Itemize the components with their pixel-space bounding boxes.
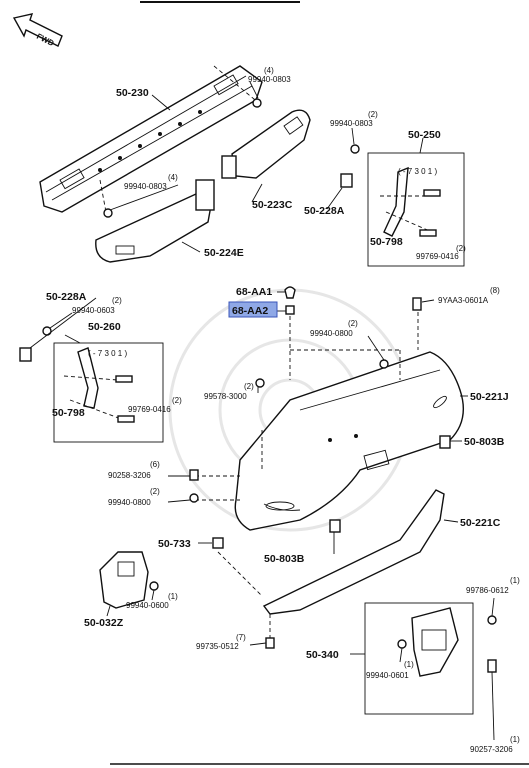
qty-99940-0803-c: (4) xyxy=(168,173,178,182)
qty-99940-0601: (1) xyxy=(404,660,414,669)
nut-icon xyxy=(189,493,199,503)
clip-50-228a-top xyxy=(340,173,353,188)
label-50-230: 50-230 xyxy=(116,87,149,99)
label-99735-0512: 99735-0512 xyxy=(196,642,239,651)
qty-99940-0603: (2) xyxy=(112,296,122,305)
license-bracket-50-340 xyxy=(411,607,459,677)
energy-absorber-50-223c xyxy=(221,109,311,179)
label-68-aa2[interactable]: 68-AA2 xyxy=(232,305,268,317)
qty-99940-0803-b: (2) xyxy=(368,110,378,119)
energy-absorber-50-224e xyxy=(95,179,215,263)
nut-icon xyxy=(252,98,262,108)
label-50-733: 50-733 xyxy=(158,538,191,550)
label-50-228a-left: 50-228A xyxy=(46,291,87,303)
qty-99735-0512: (7) xyxy=(236,633,246,642)
label-50-803b-bottom: 50-803B xyxy=(264,553,305,565)
label-99940-0800-top: 99940-0800 xyxy=(310,329,353,338)
screw-icon xyxy=(189,469,199,481)
clip-50-803b-icon xyxy=(439,435,451,449)
label-50-224e: 50-224E xyxy=(204,247,244,259)
screw-icon xyxy=(487,659,497,673)
label-99940-0601: 99940-0601 xyxy=(366,671,409,680)
label-99786-0612: 99786-0612 xyxy=(466,586,509,595)
nut-icon xyxy=(42,326,52,336)
label-50-221c: 50-221C xyxy=(460,517,501,529)
label-50-260: 50-260 xyxy=(88,321,121,333)
label-7301-b: ( - 7 3 0 1 ) xyxy=(88,349,127,358)
nut-icon xyxy=(350,144,360,154)
nut-icon xyxy=(149,581,159,591)
label-7301-a: ( - 7 3 0 1 ) xyxy=(398,167,437,176)
part-labels: 50-230 (4) 99940-0803 (2) 99940-0803 50-… xyxy=(46,66,520,754)
qty-99786-0612: (1) xyxy=(510,576,520,585)
label-50-250: 50-250 xyxy=(408,129,441,141)
label-50-032z: 50-032Z xyxy=(84,617,124,629)
qty-99940-0800-left: (2) xyxy=(150,487,160,496)
label-50-798-top: 50-798 xyxy=(370,236,403,248)
qty-99769-0416-top: (2) xyxy=(456,244,466,253)
assembly-guide-lines xyxy=(99,65,419,640)
leader-lines xyxy=(29,81,495,741)
nut-icon xyxy=(255,378,265,388)
fwd-arrow-icon: FWD xyxy=(12,13,63,48)
label-99769-0416-left: 99769-0416 xyxy=(128,405,171,414)
label-99940-0603: 99940-0603 xyxy=(72,306,115,315)
label-99940-0803-a: 99940-0803 xyxy=(248,75,291,84)
nut-icon xyxy=(487,615,497,625)
label-9yaa3-0601a: 9YAA3-0601A xyxy=(438,296,489,305)
label-50-798-left: 50-798 xyxy=(52,407,85,419)
clip-50-228a-left xyxy=(19,347,32,362)
label-50-228a-top: 50-228A xyxy=(304,205,345,217)
bolt-icon xyxy=(115,375,133,383)
label-99940-0803-c: 99940-0803 xyxy=(124,182,167,191)
label-50-340: 50-340 xyxy=(306,649,339,661)
label-90258-3206: 90258-3206 xyxy=(108,471,151,480)
nut-icon xyxy=(103,208,113,218)
label-99940-0800-left: 99940-0800 xyxy=(108,498,151,507)
qty-90258-3206: (6) xyxy=(150,460,160,469)
bolt-icon xyxy=(419,229,437,237)
qty-99940-0800-top: (2) xyxy=(348,319,358,328)
qty-90257-3206: (1) xyxy=(510,735,520,744)
qty-99940-0600: (1) xyxy=(168,592,178,601)
label-99940-0803-b: 99940-0803 xyxy=(330,119,373,128)
qty-99769-0416-left: (2) xyxy=(172,396,182,405)
bracket-50-032z xyxy=(99,551,149,609)
bracket-frame-50-260 xyxy=(53,342,164,443)
label-99578-3000: 99578-3000 xyxy=(204,392,247,401)
label-50-803b-right: 50-803B xyxy=(464,436,505,448)
clip-50-733-icon xyxy=(212,537,224,549)
label-68-aa1: 68-AA1 xyxy=(236,286,272,298)
label-90257-3206: 90257-3206 xyxy=(470,745,513,754)
qty-99578-3000: (2) xyxy=(244,382,254,391)
highlight-68-aa2[interactable] xyxy=(228,301,278,318)
bumper-cover-50-221j xyxy=(234,351,464,531)
fasteners xyxy=(42,98,497,673)
clip-50-803b-icon xyxy=(329,519,341,533)
clip-68-aa1-icon xyxy=(284,286,296,299)
qty-99940-0803-a: (4) xyxy=(264,66,274,75)
qty-9yaa3: (8) xyxy=(490,286,500,295)
label-99940-0600: 99940-0600 xyxy=(126,601,169,610)
label-50-221j: 50-221J xyxy=(470,391,509,403)
screw-icon xyxy=(265,637,275,649)
label-99769-0416-top: 99769-0416 xyxy=(416,252,459,261)
bolt-icon xyxy=(423,189,441,197)
nut-icon xyxy=(397,639,407,649)
screw-9yaa3-icon xyxy=(412,297,422,311)
side-bracket-50-260 xyxy=(63,347,135,423)
lower-skirt-50-221c xyxy=(262,489,445,615)
label-50-223c: 50-223C xyxy=(252,199,293,211)
side-bracket-50-250 xyxy=(380,166,441,237)
bolt-icon xyxy=(117,415,135,423)
clip-68-aa2-icon xyxy=(285,305,295,315)
nut-icon xyxy=(379,359,389,369)
bracket-frame-50-250 xyxy=(367,152,465,267)
plate-frame-box-50-340 xyxy=(364,602,474,715)
